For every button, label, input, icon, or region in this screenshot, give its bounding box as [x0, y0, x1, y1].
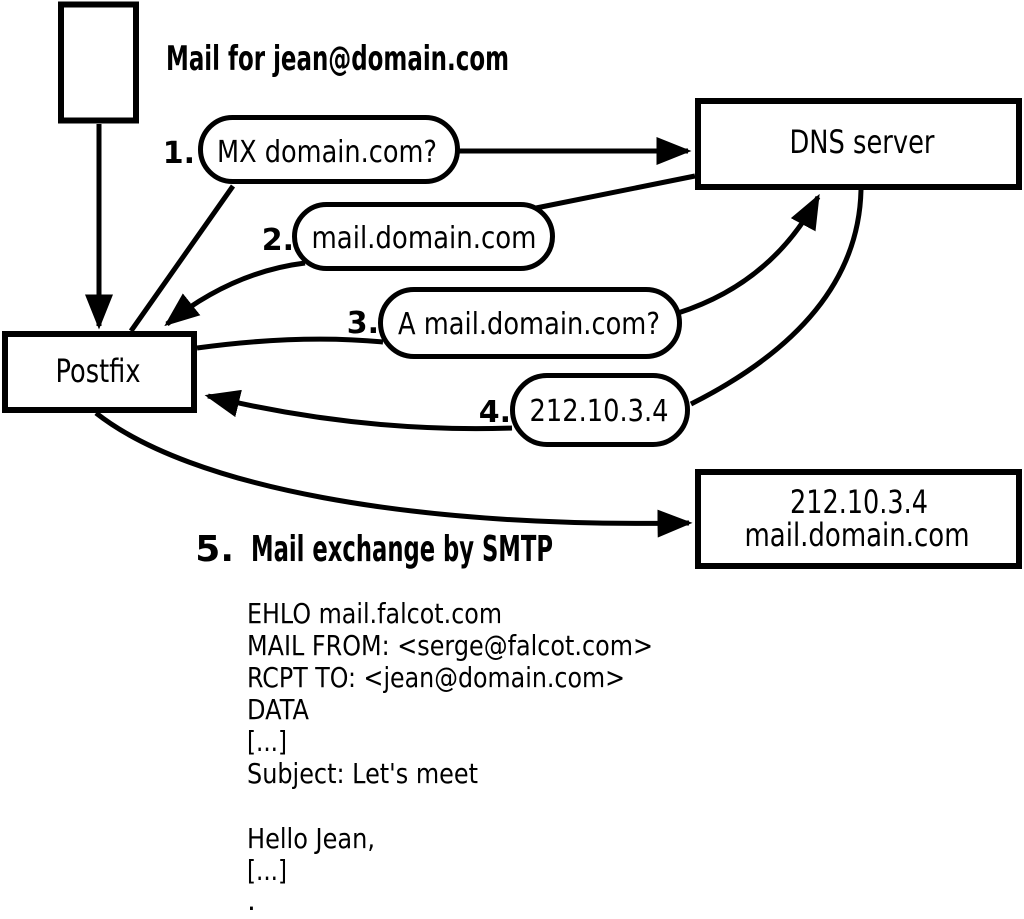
step-5-number: 5. [195, 529, 234, 570]
mail-server-box [695, 469, 1022, 569]
smtp-session-transcript: EHLO mail.falcot.com MAIL FROM: <serge@f… [247, 597, 653, 917]
step-2-pill-label: mail.domain.com [312, 221, 537, 256]
edge-dns-to-reply4 [689, 189, 864, 407]
smtp-line: Subject: Let's meet [247, 757, 478, 790]
mail-server-node: 212.10.3.4 mail.domain.com [695, 469, 1022, 569]
step-2-reply-pill: mail.domain.com [292, 202, 555, 271]
postfix-node: Postfix [2, 331, 197, 413]
step-1-pill-shape [198, 115, 460, 184]
edge-reply2-to-postfix [164, 260, 306, 327]
edge-dns-to-reply2 [535, 173, 696, 211]
step-1-pill-label: MX domain.com? [217, 135, 437, 170]
step-1-number: 1. [163, 136, 195, 171]
step-4-pill-shape [510, 373, 690, 447]
mail-message-icon [58, 1, 139, 124]
dns-server-label: DNS server [790, 123, 936, 161]
postfix-label: Postfix [56, 352, 141, 390]
edge-reply4-to-postfix [204, 389, 513, 432]
step-4-number: 4. [479, 395, 511, 430]
smtp-line: [...] [247, 854, 287, 887]
step-3-query-pill: A mail.domain.com? [378, 287, 682, 359]
smtp-line: EHLO mail.falcot.com [247, 597, 502, 630]
step-3-pill-label: A mail.domain.com? [398, 307, 660, 342]
smtp-line: DATA [247, 693, 309, 726]
step-3-number: 3. [347, 306, 379, 341]
smtp-line: . [247, 884, 256, 917]
edges [85, 124, 864, 538]
smtp-line: MAIL FROM: <serge@falcot.com> [247, 629, 653, 662]
postfix-box [2, 331, 197, 413]
smtp-line: RCPT TO: <jean@domain.com> [247, 661, 625, 694]
mail-server-hostname-label: mail.domain.com [745, 516, 970, 554]
edge-postfix-to-query3 [196, 336, 384, 351]
edge-postfix-to-query1 [128, 184, 236, 333]
dns-server-box [695, 98, 1022, 190]
step-3-pill-shape [378, 287, 682, 359]
dns-server-node: DNS server [695, 98, 1022, 190]
step-1-query-pill: MX domain.com? [198, 115, 460, 184]
diagram-title: Mail for jean@domain.com [166, 39, 509, 79]
mail-server-ip-label: 212.10.3.4 [790, 483, 928, 521]
step-5-label: Mail exchange by SMTP [251, 529, 553, 570]
edge-postfix-to-mailserver [94, 411, 693, 538]
step-2-pill-shape [292, 202, 555, 271]
smtp-line: [...] [247, 725, 287, 758]
step-4-pill-label: 212.10.3.4 [530, 394, 669, 429]
step-2-number: 2. [262, 223, 294, 258]
step-4-reply-pill: 212.10.3.4 [510, 373, 690, 447]
edge-query3-to-dns [677, 193, 821, 316]
smtp-line: Hello Jean, [247, 822, 375, 855]
